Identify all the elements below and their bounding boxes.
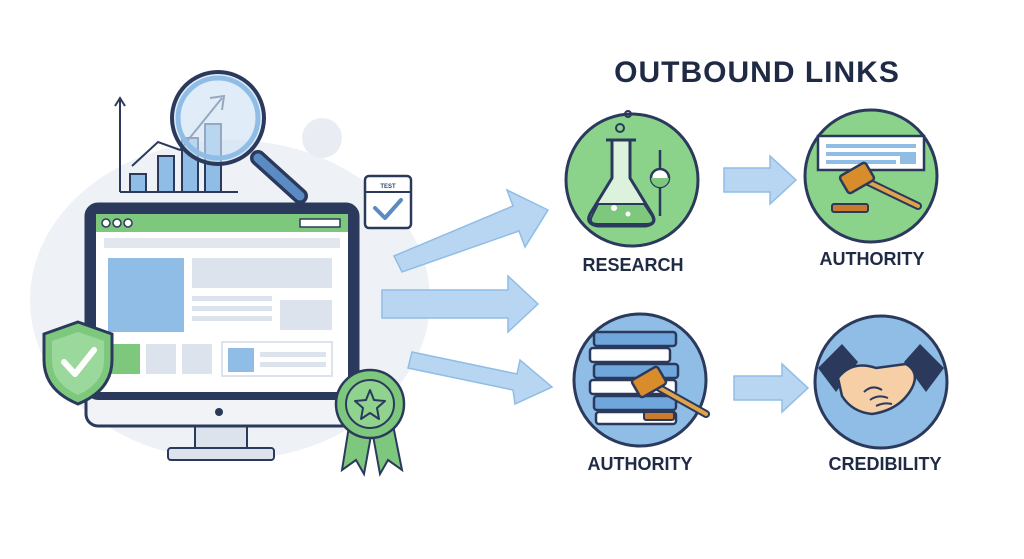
arrow-to-center <box>381 274 540 334</box>
calendar-check-icon <box>363 174 413 230</box>
node-label-research: RESEARCH <box>582 255 683 275</box>
shield-check-icon <box>42 320 114 406</box>
award-ribbon-icon <box>334 368 406 477</box>
arrow-to-research <box>392 188 550 273</box>
arrow-research-to-authority <box>723 154 798 206</box>
node-label-authority-bottom: AUTHORITY <box>588 454 693 474</box>
handshake-icon <box>813 314 949 450</box>
books-gavel-icon <box>572 312 710 448</box>
magnifier-icon <box>170 70 308 204</box>
node-label-credibility: CREDIBILITY <box>828 454 941 474</box>
flask-icon <box>564 110 700 248</box>
page-title: OUTBOUND LINKS <box>614 56 900 89</box>
arrow-authority-to-credibility <box>733 362 810 414</box>
arrow-to-authority <box>407 351 554 406</box>
monitor-icon <box>84 202 360 461</box>
calendar-badge: TEST <box>380 184 396 190</box>
document-gavel-icon <box>803 108 939 244</box>
node-label-authority-top: AUTHORITY <box>820 249 925 269</box>
